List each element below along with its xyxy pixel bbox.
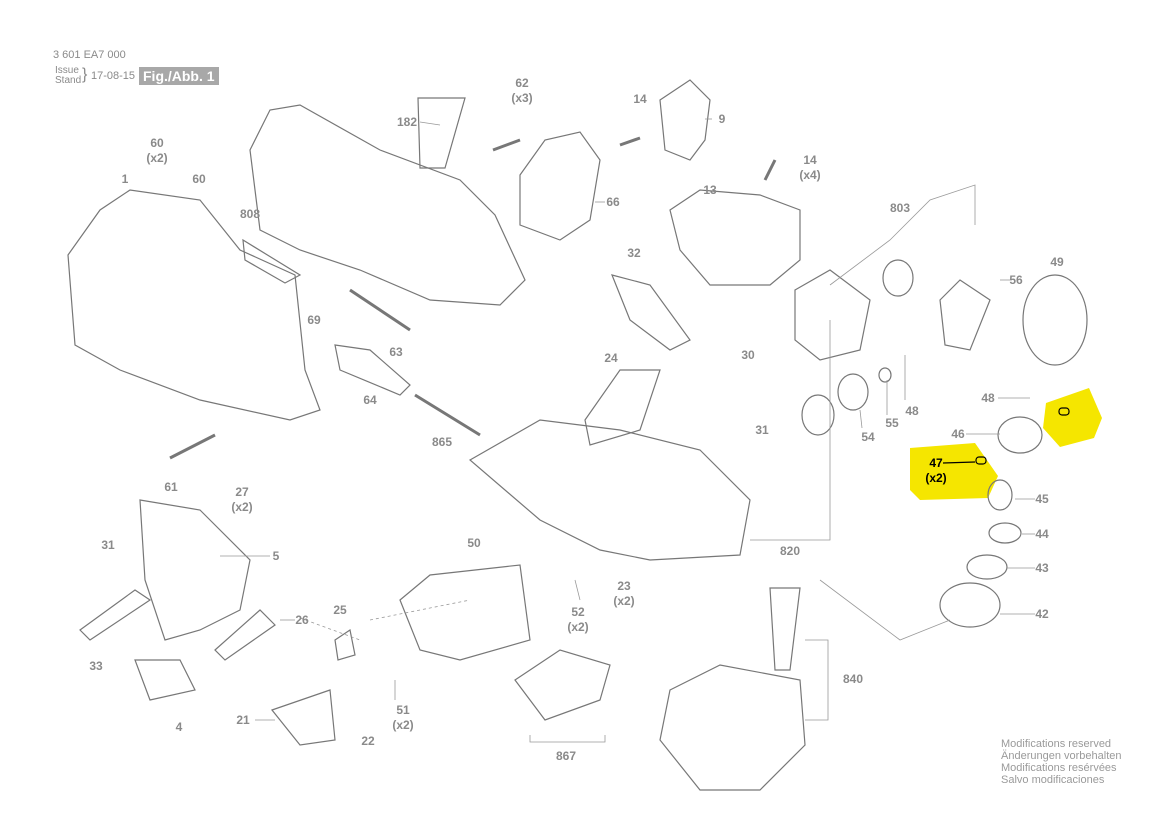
label-69: 69 [307,313,321,327]
label-56: 56 [1009,273,1023,287]
label-22: 22 [361,734,375,748]
label-27: 27(x2) [231,485,252,515]
label-47: 47(x2) [925,456,946,486]
label-43: 43 [1035,561,1049,575]
label-30: 30 [741,348,755,362]
label-66: 66 [606,195,620,209]
label-32: 32 [627,246,641,260]
label-24: 24 [604,351,618,365]
modifications-note: Modifications reserved Änderungen vorbeh… [1001,738,1121,786]
label-31: 31 [755,423,769,437]
note-en: Modifications reserved [1001,738,1112,750]
label-45: 45 [1035,492,1049,506]
label-21: 21 [236,713,250,727]
label-52-number: 52 [571,605,585,619]
label-25: 25 [333,603,347,617]
part-47-pins [975,407,1070,465]
label-23-qty: (x2) [613,594,635,608]
label-23: 23(x2) [613,579,634,609]
label-62: 62(x3) [511,76,532,106]
label-14b-number: 14 [803,153,817,167]
issue-label: Issue [55,65,79,76]
label-51-qty: (x2) [392,718,414,732]
label-52: 52(x2) [567,605,588,635]
label-33: 33 [89,659,103,673]
label-14-x4: 14(x4) [799,153,820,183]
label-63: 63 [389,345,403,359]
label-31-b: 31 [101,538,115,552]
label-54: 54 [861,430,875,444]
label-13: 13 [703,183,717,197]
issue-date: 17-08-15 [91,70,136,82]
label-50: 50 [467,536,481,550]
part-number: 3 601 EA7 000 [53,49,126,61]
label-5: 5 [272,549,280,563]
label-820: 820 [779,544,801,558]
issue-stand: Issue Stand [55,66,81,86]
label-14b-qty: (x4) [799,168,821,182]
label-26: 26 [295,613,309,627]
label-27-number: 27 [235,485,249,499]
label-60: 60(x2) [146,136,167,166]
label-64: 64 [363,393,377,407]
label-808: 808 [239,207,261,221]
label-62-number: 62 [515,76,529,90]
note-es: Salvo modificaciones [1001,774,1105,786]
label-60-number: 60 [150,136,164,150]
label-60-b: 60 [192,172,206,186]
label-61: 61 [164,480,178,494]
label-48-b: 48 [981,391,995,405]
label-9: 9 [718,112,726,126]
label-1: 1 [121,172,129,186]
label-60-qty: (x2) [146,151,168,165]
stand-label: Stand [55,75,82,86]
note-de: Änderungen vorbehalten [1001,750,1122,762]
note-fr: Modifications resérvées [1001,762,1117,774]
label-27-qty: (x2) [231,500,253,514]
label-62-qty: (x3) [511,91,533,105]
figure-title: Fig./Abb. 1 [139,67,219,85]
label-55: 55 [885,416,899,430]
label-52-qty: (x2) [567,620,589,634]
leader-lines [220,118,1035,743]
brace: } [82,66,88,83]
label-42: 42 [1035,607,1049,621]
label-51: 51(x2) [392,703,413,733]
label-182: 182 [396,115,418,129]
label-47-qty: (x2) [925,471,947,485]
label-840: 840 [842,672,864,686]
label-49: 49 [1050,255,1064,269]
label-48: 48 [905,404,919,418]
label-47-number: 47 [929,456,943,470]
label-865: 865 [431,435,453,449]
label-46: 46 [951,427,965,441]
label-803: 803 [889,201,911,215]
label-23-number: 23 [617,579,631,593]
label-4: 4 [175,720,183,734]
label-867: 867 [555,749,577,763]
label-51-number: 51 [396,703,410,717]
label-44: 44 [1035,527,1049,541]
label-14: 14 [633,92,647,106]
highlight-regions [910,388,1102,500]
part-outlines [67,79,1088,791]
